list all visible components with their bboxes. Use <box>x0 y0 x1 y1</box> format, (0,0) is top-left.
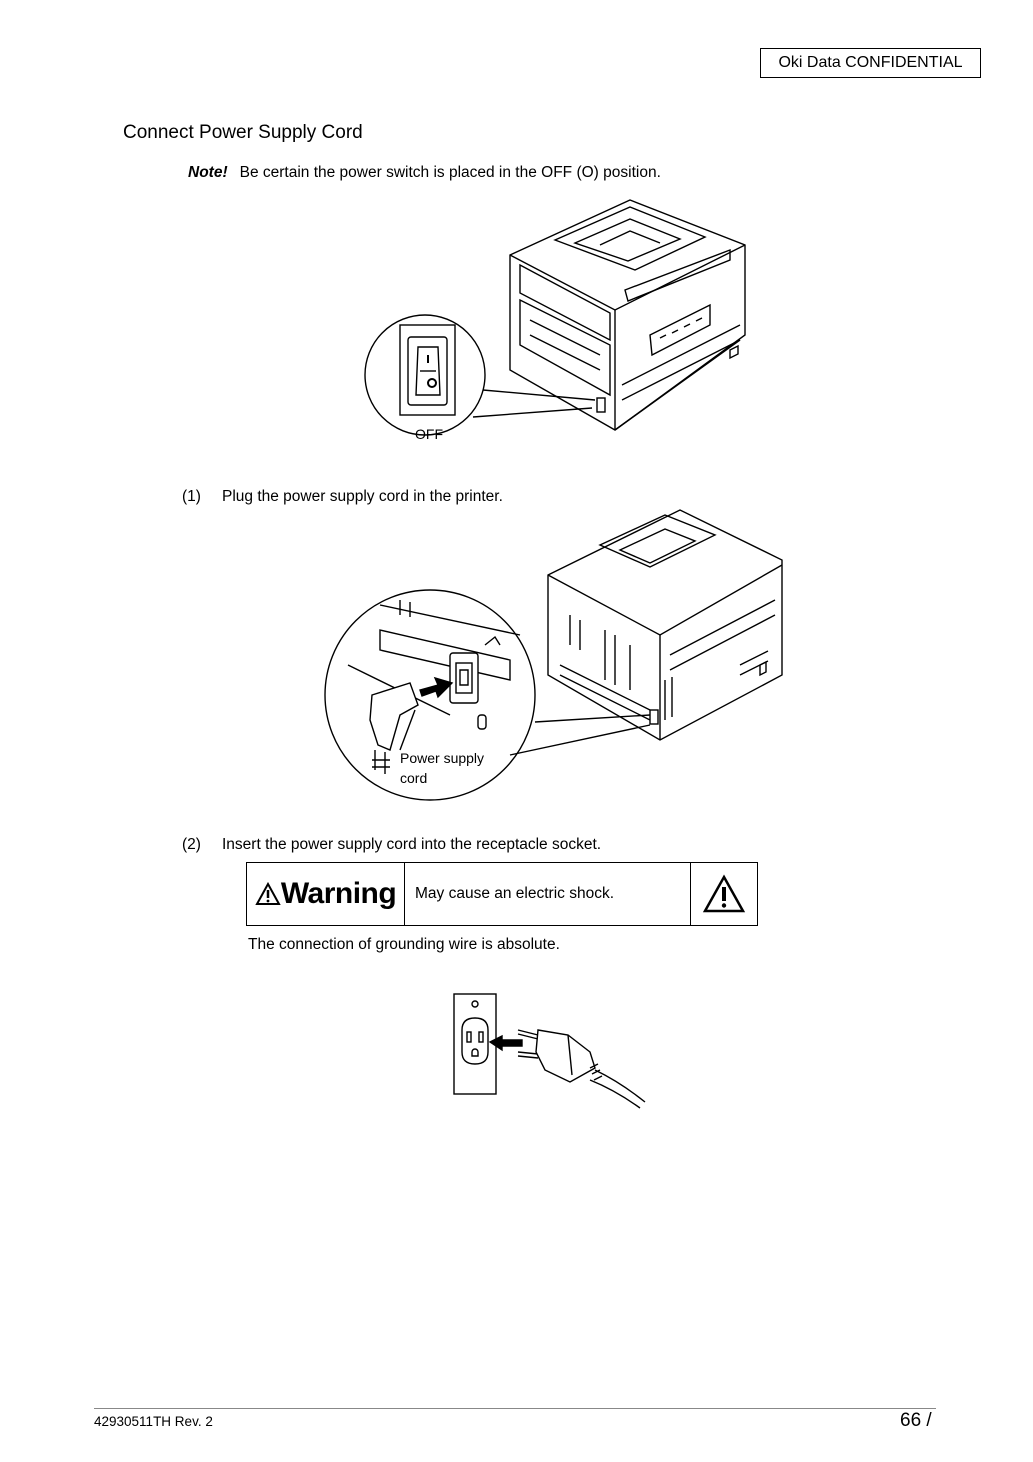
confidential-badge: Oki Data CONFIDENTIAL <box>760 48 981 78</box>
figure-wall-socket-plug <box>450 990 650 1110</box>
footer-page-number: 66 / <box>900 1410 932 1431</box>
warning-text: May cause an electric shock. <box>405 863 691 925</box>
step-1-number: (1) <box>182 488 201 505</box>
step-1: (1) Plug the power supply cord in the pri… <box>182 488 503 506</box>
figure-plug-cord-printer: Power supply cord <box>320 505 790 805</box>
warning-icon-cell <box>691 863 757 925</box>
note-label: Note! <box>188 164 228 181</box>
callout-power-supply-line1: Power supply <box>400 750 484 766</box>
warning-triangle-small-icon <box>255 882 281 905</box>
grounding-text: The connection of grounding wire is abso… <box>248 936 560 953</box>
step-2-number: (2) <box>182 836 201 853</box>
footer-rule <box>94 1408 936 1409</box>
warning-label-cell: Warning <box>247 863 405 925</box>
step-1-text: Plug the power supply cord in the printe… <box>222 488 503 505</box>
note-line: Note! Be certain the power switch is plac… <box>188 164 661 182</box>
warning-triangle-icon <box>702 874 746 913</box>
note-text: Be certain the power switch is placed in… <box>239 164 661 181</box>
callout-off: OFF <box>415 426 443 442</box>
step-2-text: Insert the power supply cord into the re… <box>222 836 602 853</box>
footer-doc-number: 42930511TH Rev. 2 <box>94 1414 213 1429</box>
warning-label: Warning <box>280 877 397 910</box>
figure-printer-power-switch: OFF <box>360 195 760 450</box>
step-2: (2) Insert the power supply cord into the… <box>182 836 601 854</box>
warning-table: Warning May cause an electric shock. <box>246 862 758 926</box>
callout-power-supply-line2: cord <box>400 770 427 786</box>
section-title: Connect Power Supply Cord <box>123 122 363 143</box>
